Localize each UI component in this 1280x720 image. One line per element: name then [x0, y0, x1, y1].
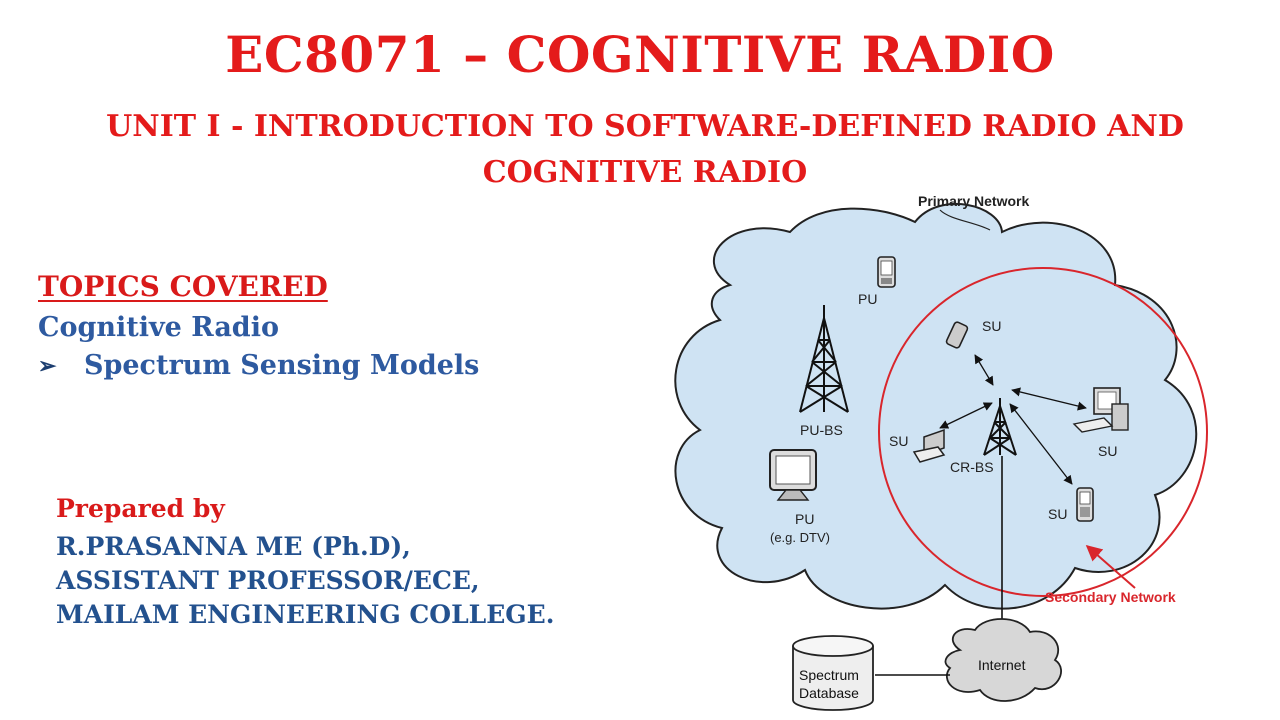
secondary-network-label: Secondary Network — [1045, 589, 1176, 605]
primary-network-cloud — [674, 202, 1198, 610]
internet-cloud — [944, 618, 1062, 702]
internet-label: Internet — [978, 657, 1026, 673]
pu-tv-icon — [769, 449, 817, 501]
spectrum-database-icon — [792, 635, 874, 711]
su-mobile-label: SU — [1048, 506, 1067, 522]
su-computer-icon — [1072, 387, 1129, 433]
su-phone-label: SU — [982, 318, 1001, 334]
pu-tv-label: PU — [795, 511, 814, 527]
pu-bs-label: PU-BS — [800, 422, 843, 438]
su-laptop-label: SU — [889, 433, 908, 449]
su-computer-label: SU — [1098, 443, 1117, 459]
author-college: MAILAM ENGINEERING COLLEGE. — [56, 600, 555, 629]
su-mobile-icon — [1076, 487, 1094, 522]
secondary-network-arrow — [1085, 544, 1136, 589]
pu-tv-note: (e.g. DTV) — [770, 530, 830, 545]
topic-main: Cognitive Radio — [38, 312, 279, 343]
topic-sub-item: ➢ Spectrum Sensing Models — [38, 350, 479, 381]
topics-heading: TOPICS COVERED — [38, 270, 328, 303]
primary-network-leader — [939, 209, 991, 231]
slide-subtitle: UNIT I - INTRODUCTION TO SOFTWARE-DEFINE… — [106, 109, 1184, 190]
cr-bs-label: CR-BS — [950, 459, 994, 475]
pu-top-label: PU — [858, 291, 877, 307]
author-designation: ASSISTANT PROFESSOR/ECE, — [56, 566, 480, 595]
topic-sub-label: Spectrum Sensing Models — [84, 350, 480, 381]
pu-phone-icon — [877, 256, 896, 288]
database-label-line1: Spectrum — [799, 667, 859, 683]
database-label-line2: Database — [799, 685, 859, 701]
pu-bs-tower-icon — [799, 305, 849, 413]
su-phone-icon — [945, 321, 969, 349]
arrow-bullet-icon: ➢ — [38, 352, 57, 379]
su-laptop-icon — [912, 428, 946, 463]
slide-title: EC8071 – COGNITIVE RADIO — [225, 25, 1055, 84]
author-name: R.PRASANNA ME (Ph.D), — [56, 532, 411, 561]
primary-network-label: Primary Network — [918, 193, 1029, 209]
prepared-by-heading: Prepared by — [56, 494, 225, 523]
cr-bs-links — [939, 354, 1087, 485]
secondary-network-ring — [878, 267, 1208, 597]
